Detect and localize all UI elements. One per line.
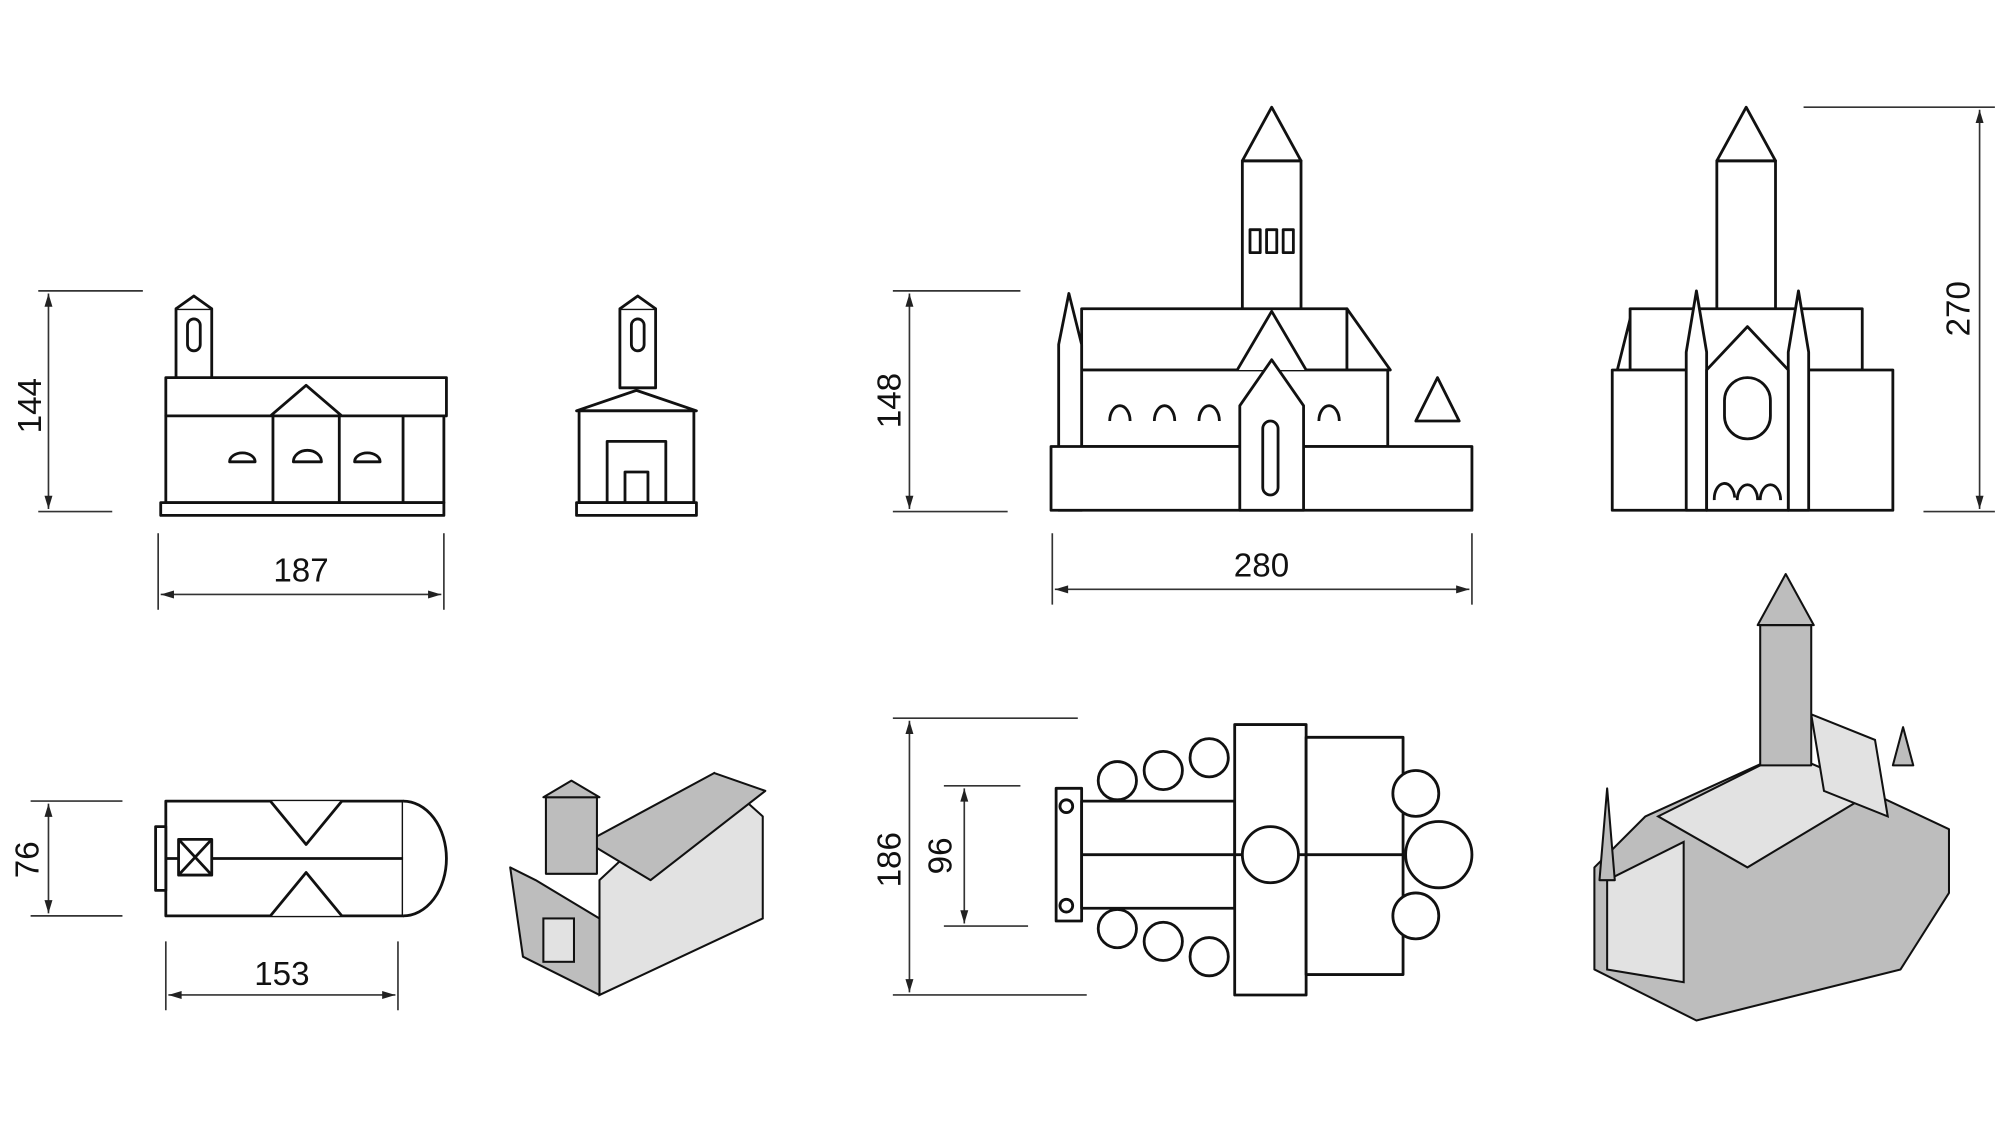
dimension-label: 144 [12, 378, 49, 433]
small-church-3d-view [509, 771, 767, 997]
small-church-side-elevation [159, 294, 448, 517]
dimension-148: 148 [872, 290, 1021, 513]
dimension-label: 96 [923, 837, 960, 874]
dimension-187: 187 [157, 533, 445, 610]
dimension-label: 280 [1234, 548, 1289, 585]
dimension-186: 186 [872, 717, 1087, 996]
dimension-270: 270 [1803, 106, 1995, 513]
dimension-144: 144 [12, 290, 143, 513]
small-church-front-elevation [575, 294, 698, 517]
dimension-label: 187 [273, 553, 328, 590]
dimension-label: 270 [1940, 281, 1977, 336]
cathedral-side-elevation [1049, 105, 1474, 512]
dimension-280: 280 [1051, 533, 1473, 605]
cathedral-3d-view [1593, 573, 1950, 1022]
dimension-153: 153 [164, 941, 399, 1011]
dimension-96: 96 [923, 784, 1029, 927]
cathedral-plan [1054, 723, 1474, 997]
dimension-label: 76 [9, 841, 46, 878]
dimension-label: 148 [872, 373, 909, 428]
cathedral-front-elevation [1610, 105, 1895, 512]
dimension-label: 153 [254, 956, 309, 993]
dimension-label: 186 [872, 832, 909, 887]
small-church-plan [154, 799, 448, 918]
dimension-76: 76 [9, 800, 123, 917]
